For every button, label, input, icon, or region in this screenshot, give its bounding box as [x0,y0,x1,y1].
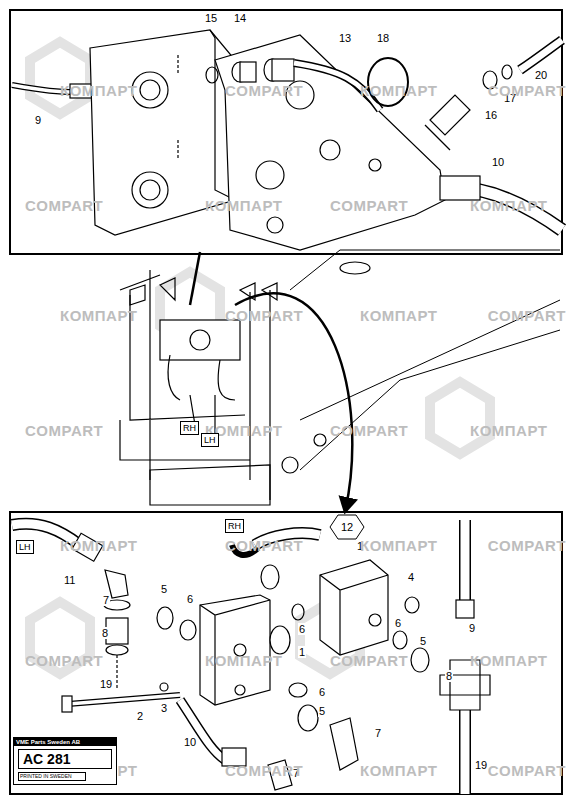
side-tag: RH [225,519,244,533]
watermark: КОМПАРТ [60,537,137,554]
print-note: PRINTED IN SWEDEN [18,772,86,781]
node-text: RH [228,521,241,531]
watermark: COMPART [488,307,566,324]
watermark: COMPART [225,82,303,99]
watermark: COMPART [25,652,103,669]
watermark: КОМПАРТ [470,652,547,669]
side-tag: LH [16,540,34,554]
callout-number: 16 [484,109,498,121]
watermark: КОМПАРТ [360,762,437,779]
watermark: КОМПАРТ [360,82,437,99]
node-text: RH [183,423,196,433]
watermark: COMPART [330,197,408,214]
callout-number: 20 [534,69,548,81]
watermark: COMPART [25,422,103,439]
callout-number: 6 [318,686,326,698]
callout-number: 9 [34,114,42,126]
watermark: COMPART [488,537,566,554]
watermark: COMPART [225,307,303,324]
watermark: КОМПАРТ [470,197,547,214]
callout-number: 15 [204,12,218,24]
callout-number: 10 [183,736,197,748]
node-text: LH [19,542,31,552]
watermark: COMPART [330,652,408,669]
callout-number: 8 [445,670,453,682]
watermark: КОМПАРТ [360,307,437,324]
callout-number: 6 [186,593,194,605]
watermark: КОМПАРТ [470,422,547,439]
watermark: COMPART [488,82,566,99]
callout-number: 4 [407,571,415,583]
watermark: КОМПАРТ [360,537,437,554]
node-text: LH [204,435,216,445]
watermark: COMPART [225,762,303,779]
watermark: КОМПАРТ [205,197,282,214]
callout-number: 6 [394,617,402,629]
callout-number: 10 [491,156,505,168]
watermark: COMPART [225,537,303,554]
title-block: VME Parts Sweden AB AC 281PRINTED IN SWED… [13,737,117,785]
drawing [10,10,562,794]
callout-number: 9 [468,622,476,634]
watermark: COMPART [488,762,566,779]
callout-number: 7 [374,727,382,739]
node-text: 12 [329,514,365,533]
callout-number: 14 [233,12,247,24]
callout-number: 5 [419,635,427,647]
callout-number: 19 [474,759,488,771]
watermark: КОМПАРТ [60,307,137,324]
callout-number: 3 [160,702,168,714]
watermark: КОМПАРТ [205,652,282,669]
callout-number: 13 [338,32,352,44]
company-name: VME Parts Sweden AB [14,738,116,746]
callout-number: 8 [101,627,109,639]
callout-number: 11 [63,574,76,586]
callout-number: 1 [298,646,306,658]
callout-number: 6 [298,623,306,635]
side-tag: LH [201,433,219,447]
drawing-number: AC 281 [18,749,112,769]
callout-number: 19 [99,678,113,690]
callout-number: 5 [160,583,168,595]
callout-number: 2 [136,710,144,722]
watermark: COMPART [330,422,408,439]
callout-number: 18 [376,32,390,44]
watermark: КОМПАРТ [60,82,137,99]
callout-number: 5 [318,705,326,717]
hexagon-callout: 12 [329,514,365,540]
watermark: COMPART [25,197,103,214]
callout-number: 7 [102,594,110,606]
side-tag: RH [180,421,199,435]
